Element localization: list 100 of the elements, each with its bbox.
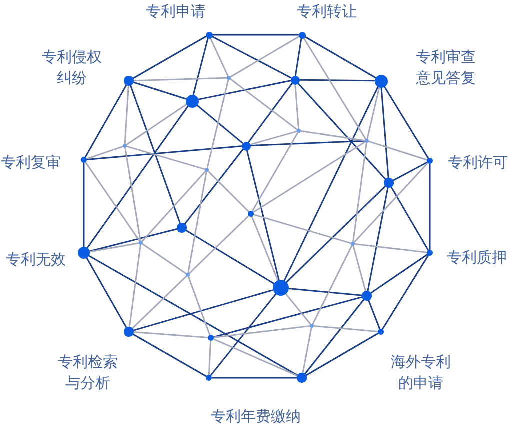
connector-line bbox=[142, 171, 206, 242]
node-label: 海外专利的申请 bbox=[390, 352, 452, 394]
network-node bbox=[208, 334, 214, 342]
connector-line bbox=[198, 80, 292, 100]
connector-line bbox=[142, 244, 187, 274]
node-label: 专利质押 bbox=[447, 248, 507, 268]
connector-line bbox=[88, 255, 299, 376]
network-node bbox=[78, 247, 90, 259]
network-node bbox=[242, 142, 250, 150]
network-node bbox=[384, 178, 394, 188]
connector-line bbox=[297, 82, 387, 180]
network-node bbox=[124, 327, 134, 337]
network-node bbox=[186, 94, 198, 108]
connector-line bbox=[188, 276, 211, 336]
node-label: 专利审查意见答复 bbox=[415, 47, 477, 89]
node-label: 专利无效 bbox=[6, 250, 66, 270]
connector-line bbox=[132, 82, 187, 100]
network-node bbox=[310, 324, 314, 328]
connector-line bbox=[83, 162, 85, 248]
connector-line bbox=[86, 146, 124, 160]
network-node bbox=[80, 156, 88, 164]
connector-line bbox=[429, 164, 431, 250]
connector-line bbox=[126, 146, 206, 170]
network-node bbox=[186, 272, 190, 278]
network-node bbox=[290, 76, 300, 84]
connector-line bbox=[352, 142, 368, 242]
network-node bbox=[124, 76, 134, 86]
connector-line bbox=[132, 36, 207, 80]
connector-line bbox=[130, 84, 182, 224]
connector-line bbox=[252, 142, 366, 214]
connector-line bbox=[354, 244, 428, 254]
connector-line bbox=[304, 298, 365, 376]
connector-line bbox=[132, 77, 228, 82]
network-node bbox=[177, 223, 187, 233]
connector-line bbox=[302, 328, 312, 374]
connector-line bbox=[294, 38, 302, 76]
connector-line bbox=[210, 37, 229, 77]
connector-line bbox=[384, 86, 430, 159]
connector-line bbox=[300, 130, 366, 142]
connector-line bbox=[294, 84, 300, 130]
network-node bbox=[364, 138, 370, 144]
connector-line bbox=[124, 84, 130, 144]
connector-line bbox=[367, 186, 389, 292]
node-label: 专利侵权纠纷 bbox=[41, 47, 103, 89]
network-node bbox=[273, 280, 289, 296]
connector-line bbox=[382, 255, 430, 330]
connector-line bbox=[86, 257, 128, 329]
node-label: 专利检索与分析 bbox=[57, 352, 119, 394]
connector-line bbox=[126, 104, 188, 146]
connector-line bbox=[285, 293, 312, 325]
network-node bbox=[204, 168, 210, 172]
connector-line bbox=[286, 185, 386, 284]
connector-line bbox=[213, 296, 364, 338]
connector-line bbox=[390, 186, 430, 251]
connector-line bbox=[368, 300, 381, 330]
connector-line bbox=[185, 230, 275, 285]
connector-line bbox=[212, 377, 298, 379]
connector-line bbox=[210, 293, 277, 376]
connector-line bbox=[212, 34, 300, 36]
connector-line bbox=[208, 170, 250, 213]
connector-line bbox=[312, 245, 353, 325]
text-label: 专利年费缴纳 bbox=[211, 406, 301, 428]
connector-line bbox=[250, 130, 298, 146]
connector-line bbox=[252, 132, 299, 212]
connector-line bbox=[288, 288, 364, 296]
network-node bbox=[298, 32, 306, 38]
connector-line bbox=[86, 106, 189, 249]
connector-line bbox=[192, 38, 209, 96]
connector-line bbox=[188, 172, 208, 274]
connector-line bbox=[132, 332, 209, 339]
connector-line bbox=[213, 338, 299, 377]
connector-line bbox=[314, 325, 378, 332]
network-node bbox=[362, 291, 372, 301]
connector-line bbox=[303, 37, 366, 140]
connector-line bbox=[253, 214, 352, 244]
node-label: 专利转让 bbox=[297, 2, 357, 22]
connector-line bbox=[86, 146, 242, 160]
network-node bbox=[296, 128, 302, 134]
network-node bbox=[122, 144, 128, 148]
connector-line bbox=[230, 36, 300, 78]
connector-line bbox=[213, 326, 310, 338]
connector-line bbox=[368, 140, 428, 161]
network-node bbox=[350, 242, 356, 246]
connector-line bbox=[196, 104, 244, 144]
node-label: 专利许可 bbox=[448, 152, 508, 174]
network-node bbox=[226, 76, 232, 80]
network-node bbox=[138, 240, 144, 246]
connector-line bbox=[89, 242, 140, 253]
connector-line bbox=[352, 246, 367, 292]
node-label: 专利申请 bbox=[146, 2, 206, 22]
connector-line bbox=[84, 84, 128, 158]
connector-line bbox=[208, 340, 212, 376]
connector-line bbox=[128, 244, 142, 328]
connector-line bbox=[246, 150, 280, 281]
connector-line bbox=[89, 228, 178, 252]
connector-line bbox=[124, 148, 142, 242]
network-node bbox=[206, 32, 212, 38]
connector-line bbox=[206, 80, 230, 168]
connector-line bbox=[132, 334, 207, 378]
connector-line bbox=[304, 36, 376, 78]
